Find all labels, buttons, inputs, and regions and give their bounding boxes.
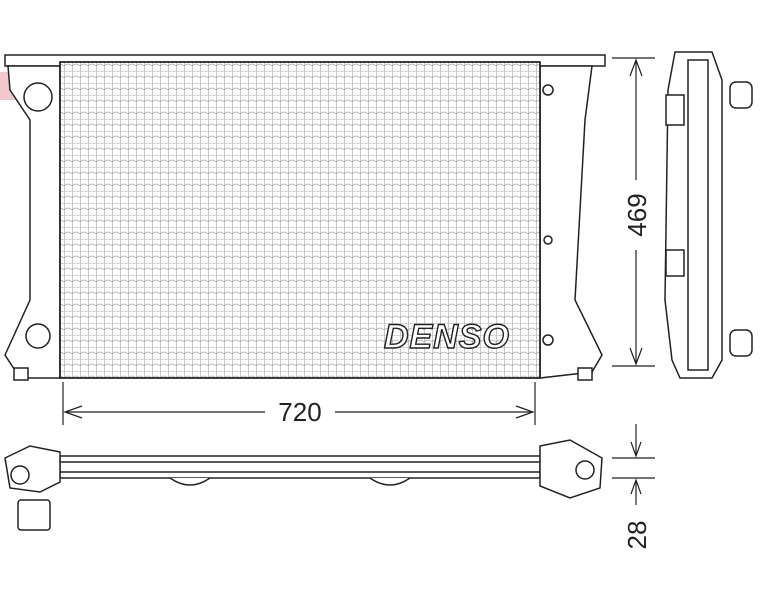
depth-dimension <box>612 424 655 505</box>
width-dimension <box>62 382 536 425</box>
depth-dimension-label: 28 <box>622 521 652 550</box>
height-dimension-label: 469 <box>622 193 652 236</box>
denso-logo: DENSO <box>384 318 510 356</box>
width-dimension-label: 720 <box>278 397 321 427</box>
radiator-side-view <box>664 51 753 379</box>
height-dimension <box>612 57 655 367</box>
radiator-bottom-view <box>4 439 603 531</box>
radiator-front-view: DENSO <box>4 54 606 381</box>
